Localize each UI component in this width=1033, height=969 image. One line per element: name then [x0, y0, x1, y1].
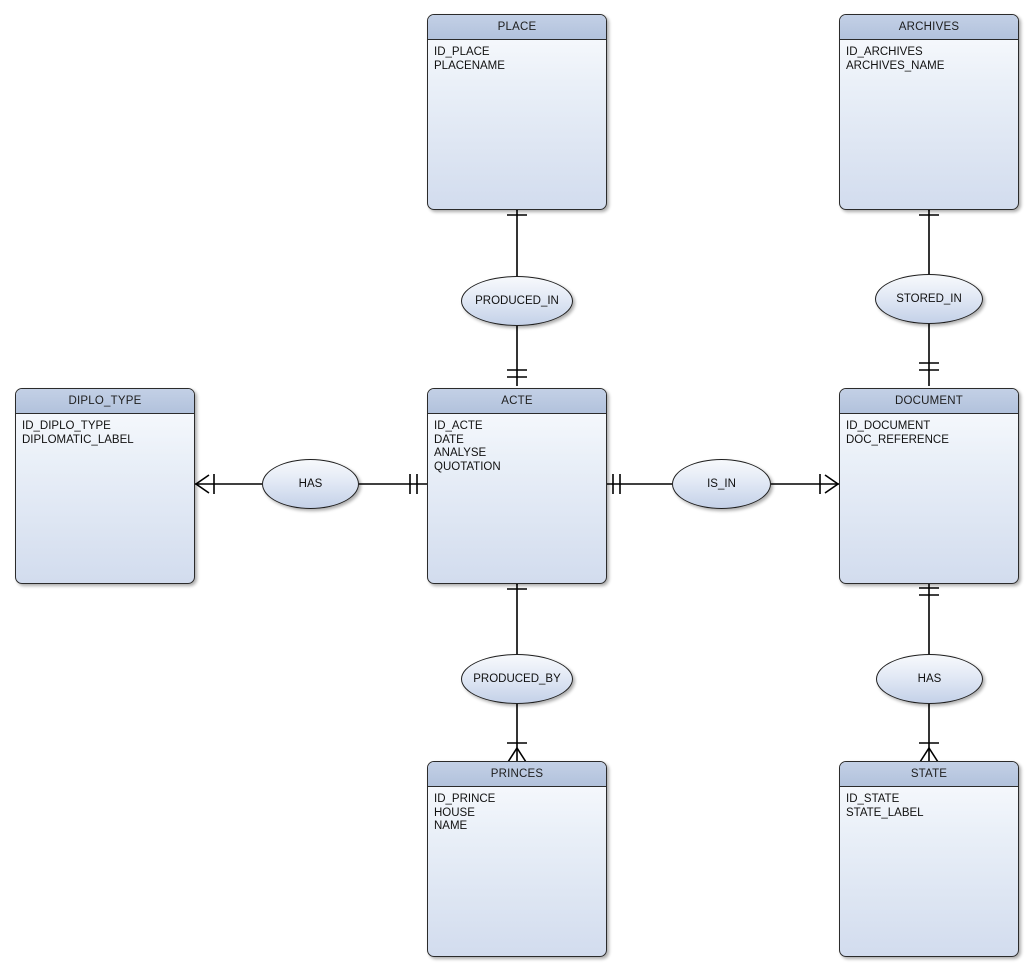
entity-acte[interactable]: ACTE ID_ACTE DATE ANALYSE QUOTATION [427, 388, 607, 584]
relationship-produced-in[interactable]: PRODUCED_IN [461, 276, 573, 326]
entity-princes-attributes: ID_PRINCE HOUSE NAME [428, 787, 606, 834]
entity-diplo-type[interactable]: DIPLO_TYPE ID_DIPLO_TYPE DIPLOMATIC_LABE… [15, 388, 195, 584]
entity-place[interactable]: PLACE ID_PLACE PLACENAME [427, 14, 607, 210]
attribute: ID_DOCUMENT [846, 420, 931, 432]
relationship-produced-by[interactable]: PRODUCED_BY [461, 654, 573, 704]
entity-diplo-type-attributes: ID_DIPLO_TYPE DIPLOMATIC_LABEL [16, 414, 194, 447]
entity-state-attributes: ID_STATE STATE_LABEL [840, 787, 1018, 820]
attribute: ANALYSE [434, 447, 487, 460]
crowsfoot-document-left [824, 474, 840, 494]
attribute: STATE_LABEL [846, 806, 924, 819]
attribute: DOC_REFERENCE [846, 433, 949, 446]
crowsfoot-princes [507, 746, 527, 763]
attribute: HOUSE [434, 806, 475, 819]
entity-archives-title: ARCHIVES [840, 15, 1018, 40]
attribute: DATE [434, 433, 464, 446]
relationship-produced-in-label: PRODUCED_IN [475, 295, 559, 307]
entity-document[interactable]: DOCUMENT ID_DOCUMENT DOC_REFERENCE [839, 388, 1019, 584]
crowsfoot-diplo_type [194, 474, 210, 494]
relationship-has-state-label: HAS [917, 673, 942, 685]
attribute: ARCHIVES_NAME [846, 59, 945, 72]
attribute: ID_ACTE [434, 420, 483, 432]
relationship-stored-in-label: STORED_IN [896, 293, 962, 305]
entity-archives-attributes: ID_ARCHIVES ARCHIVES_NAME [840, 40, 1018, 73]
entity-acte-title: ACTE [428, 389, 606, 414]
attribute: ID_PRINCE [434, 793, 496, 805]
attribute: PLACENAME [434, 59, 505, 72]
crowsfoot-state [919, 746, 939, 763]
entity-archives[interactable]: ARCHIVES ID_ARCHIVES ARCHIVES_NAME [839, 14, 1019, 210]
entity-princes-title: PRINCES [428, 762, 606, 787]
attribute: ID_PLACE [434, 46, 490, 58]
entity-diplo-type-title: DIPLO_TYPE [16, 389, 194, 414]
relationship-has-diplo-type[interactable]: HAS [262, 459, 359, 509]
entity-place-attributes: ID_PLACE PLACENAME [428, 40, 606, 73]
entity-princes[interactable]: PRINCES ID_PRINCE HOUSE NAME [427, 761, 607, 957]
relationship-has-diplo-type-label: HAS [298, 478, 323, 490]
entity-document-attributes: ID_DOCUMENT DOC_REFERENCE [840, 414, 1018, 447]
entity-acte-attributes: ID_ACTE DATE ANALYSE QUOTATION [428, 414, 606, 474]
entity-place-title: PLACE [428, 15, 606, 40]
entity-state-title: STATE [840, 762, 1018, 787]
attribute: QUOTATION [434, 460, 501, 473]
attribute: ID_DIPLO_TYPE [22, 420, 111, 432]
relationship-stored-in[interactable]: STORED_IN [875, 274, 983, 324]
relationship-is-in-label: IS_IN [707, 478, 736, 490]
entity-state[interactable]: STATE ID_STATE STATE_LABEL [839, 761, 1019, 957]
relationship-produced-by-label: PRODUCED_BY [473, 673, 561, 685]
attribute: DIPLOMATIC_LABEL [22, 433, 134, 446]
attribute: NAME [434, 820, 468, 833]
entity-document-title: DOCUMENT [840, 389, 1018, 414]
relationship-is-in[interactable]: IS_IN [672, 459, 771, 509]
attribute: ID_ARCHIVES [846, 46, 923, 58]
relationship-has-state[interactable]: HAS [876, 654, 983, 704]
attribute: ID_STATE [846, 793, 900, 805]
